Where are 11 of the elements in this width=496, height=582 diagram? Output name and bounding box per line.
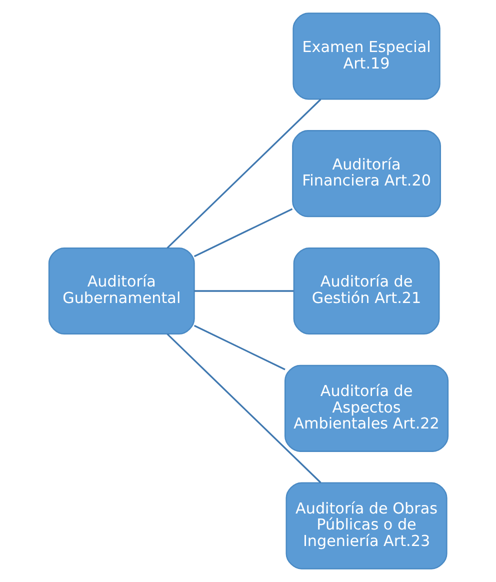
connector [193, 324, 285, 370]
node-box: Examen Especial Art.19 [292, 12, 440, 100]
node-box: Auditoría de Gestión Art.21 [292, 247, 440, 335]
node-box: Auditoría de Obras Públicas o de Ingeniería Art.23 [285, 482, 447, 570]
node-box: Auditoría Gubernamental [48, 247, 194, 335]
node-box: Auditoría Financiera Art.20 [292, 130, 440, 218]
node-box: Auditoría de Aspectos Ambientales Art.22 [284, 364, 448, 452]
connector [193, 208, 292, 258]
connector [194, 290, 294, 292]
connector [166, 98, 321, 249]
connector [166, 333, 321, 484]
